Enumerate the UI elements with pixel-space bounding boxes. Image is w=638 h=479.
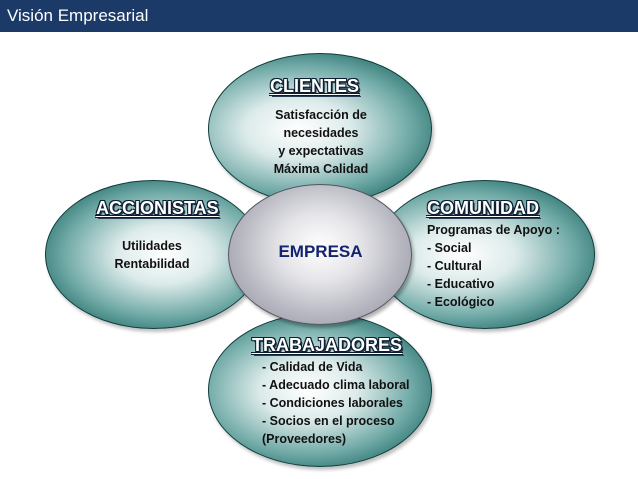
comunidad-title: COMUNIDAD: [427, 198, 539, 218]
accionistas-text: Utilidades Rentabilidad: [102, 237, 202, 273]
clientes-text: Satisfacción de necesidades y expectativ…: [262, 106, 380, 178]
trabajadores-line: (Proveedores): [262, 432, 347, 446]
clientes-line: Satisfacción de: [275, 108, 367, 122]
clientes-line: necesidades: [283, 126, 359, 140]
clientes-line: y expectativas: [278, 144, 364, 158]
comunidad-text: Programas de Apoyo : - Social - Cultural…: [427, 221, 560, 311]
accionistas-petal: [45, 180, 262, 329]
clientes-title: CLIENTES: [270, 76, 360, 96]
comunidad-line: - Cultural: [427, 259, 482, 273]
empresa-label: EMPRESA: [278, 242, 363, 261]
clientes-line: Máxima Calidad: [273, 162, 369, 176]
trabajadores-line: - Adecuado clima laboral: [262, 378, 410, 392]
comunidad-line: Programas de Apoyo :: [427, 223, 560, 237]
trabajadores-text: - Calidad de Vida - Adecuado clima labor…: [262, 358, 410, 448]
header-bar: Visión Empresarial: [0, 0, 638, 32]
accionistas-line: Utilidades: [122, 239, 182, 253]
comunidad-line: - Educativo: [427, 277, 495, 291]
page-title: Visión Empresarial: [7, 6, 149, 25]
comunidad-line: - Social: [427, 241, 472, 255]
trabajadores-line: - Socios en el proceso: [262, 414, 395, 428]
accionistas-title: ACCIONISTAS: [96, 198, 219, 218]
comunidad-line: - Ecológico: [427, 295, 495, 309]
empresa-center-circle: [228, 184, 412, 325]
trabajadores-line: - Calidad de Vida: [262, 360, 363, 374]
accionistas-line: Rentabilidad: [114, 257, 190, 271]
trabajadores-title: TRABAJADORES: [252, 335, 403, 355]
trabajadores-line: - Condiciones laborales: [262, 396, 404, 410]
trabajadores-petal: [208, 313, 432, 467]
clientes-petal: [208, 53, 432, 205]
